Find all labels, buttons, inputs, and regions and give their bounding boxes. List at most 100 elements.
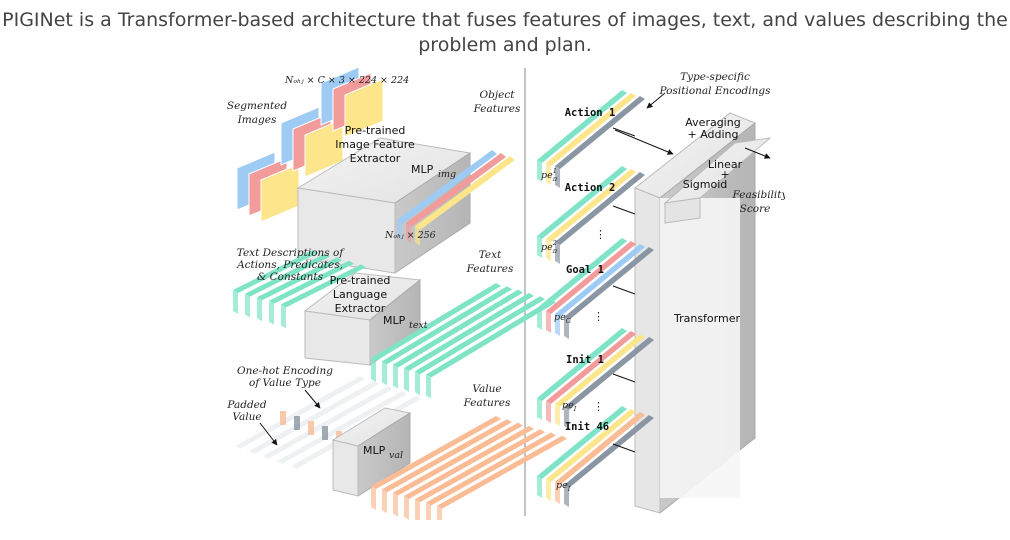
token-1-face-1 — [546, 239, 551, 261]
linear-sigmoid-box — [663, 137, 772, 224]
text-description-stack — [233, 250, 366, 329]
value-feature-bar-4 — [415, 429, 545, 503]
text-descriptions-label-1: Text Descriptions of — [237, 247, 346, 259]
text-feature-bar-3 — [404, 292, 534, 371]
segmented-image-stack — [236, 151, 300, 223]
one-hot-label-1: One-hot Encoding — [237, 365, 333, 377]
value-feature-bar-5 — [426, 432, 556, 506]
token-4-bar-3 — [564, 415, 654, 488]
averaging-arrow — [614, 129, 674, 155]
image-dims-label: Nₒₕⱼ × C × 3 × 224 × 224 — [284, 75, 409, 86]
pe-init1: peI — [562, 400, 577, 413]
value-feature-bar-face-4 — [415, 499, 420, 520]
token-connector-4 — [612, 373, 636, 383]
token-3-bar-0 — [537, 328, 627, 401]
mlp-img-label: MLP — [411, 163, 434, 176]
token-0-face-1 — [546, 163, 551, 185]
text-feature-bar-face-2 — [393, 364, 398, 389]
text-description-bar-4 — [281, 264, 366, 308]
text-description-bar-3 — [269, 260, 354, 304]
value-feature-bar-face-3 — [404, 495, 409, 520]
positional-arrow — [646, 92, 666, 109]
linear-label-2: + — [720, 168, 729, 181]
feasibility-label-1: Feasibility — [732, 189, 785, 201]
value-feature-bar-face-0 — [371, 486, 376, 510]
transformer-label: Transformer — [673, 312, 740, 325]
token-4-bar-2 — [555, 412, 645, 485]
token-4-face-2 — [555, 482, 560, 504]
mlp-val-subscript: val — [389, 450, 403, 461]
positional-label-1: Type-specific — [680, 71, 750, 83]
obj-dims-label: Nₒₕⱼ × 256 — [384, 230, 436, 241]
text-feature-bar-0 — [371, 283, 501, 361]
value-feature-bar-face-6 — [437, 505, 442, 520]
token-3-bar-1 — [546, 331, 636, 404]
text-description-bar-0 — [233, 250, 318, 293]
segmented-image-c-2 — [344, 78, 384, 138]
padded-value-label-2: Value — [232, 411, 261, 423]
segmented-images-label-2: Images — [237, 114, 277, 126]
mlp-text-label: MLP — [383, 314, 406, 327]
mlp-img-subscript: img — [438, 169, 456, 180]
token-1-bar-1 — [546, 169, 636, 242]
value-feature-bar-0 — [371, 416, 501, 489]
ellipsis-1: ⋮ — [595, 228, 606, 241]
text-features-label-2: Features — [466, 263, 514, 275]
image-extractor-label-3: Extractor — [350, 152, 401, 165]
token-3-face-3 — [564, 407, 569, 429]
object-feature-0 — [397, 150, 497, 224]
token-3-face-0 — [537, 398, 542, 420]
linear-label-1: Linear — [708, 158, 743, 171]
object-feature-face-0 — [397, 220, 402, 240]
init1-label: Init 1 — [566, 354, 604, 366]
positional-label-2: Positional Encodings — [659, 85, 772, 97]
feasibility-label-2: Score — [740, 203, 771, 215]
text-description-bar-face-3 — [269, 300, 274, 325]
value-feature-bar-6 — [437, 435, 567, 509]
token-0-face-2 — [555, 166, 560, 188]
text-description-bar-face-2 — [257, 297, 262, 322]
token-4-face-1 — [546, 479, 551, 501]
value-features-label-2: Features — [463, 397, 511, 409]
token-stacks — [537, 90, 654, 507]
one-hot-cell-3 — [322, 426, 328, 440]
object-features-label-1: Object — [480, 89, 516, 101]
token-0-face-0 — [537, 160, 542, 182]
text-description-bar-1 — [245, 253, 330, 297]
text-feature-bar-face-3 — [404, 367, 409, 392]
token-2-bar-3 — [564, 247, 654, 320]
token-2-face-1 — [546, 311, 551, 333]
text-description-bar-face-0 — [233, 290, 238, 314]
one-hot-arrow — [304, 389, 321, 409]
token-3-bar-2 — [555, 334, 645, 407]
segmented-image-stack-2 — [280, 68, 384, 178]
action1-label: Action 1 — [565, 107, 616, 119]
object-features-label-2: Features — [473, 103, 521, 115]
pe-goal: peG — [554, 312, 571, 325]
token-2-face-3 — [564, 317, 569, 339]
one-hot-cell-1 — [294, 416, 300, 430]
padded-value-arrow — [259, 422, 278, 446]
one-hot-cell-0 — [280, 411, 286, 425]
token-4-bar-1 — [546, 409, 636, 482]
text-feature-stack — [371, 283, 556, 399]
object-feature-1 — [406, 153, 506, 227]
object-feature-stack — [397, 150, 515, 246]
value-feature-bar-face-5 — [426, 502, 431, 520]
text-feature-bar-face-1 — [382, 361, 387, 386]
token-4-face-0 — [537, 476, 542, 498]
mlp-val-box — [331, 407, 412, 497]
token-3-bar-3 — [564, 337, 654, 410]
token-2-bar-2 — [555, 244, 645, 317]
token-connector-5 — [612, 443, 636, 453]
token-0-bar-1 — [546, 93, 636, 166]
text-description-bar-face-1 — [245, 293, 250, 318]
padded-value-bar-0 — [235, 376, 365, 449]
padded-value-bar-2 — [263, 386, 393, 459]
image-extractor-label-1: Pre-trained — [345, 124, 406, 137]
text-feature-bar-5 — [426, 299, 556, 378]
token-connector-2 — [612, 205, 636, 215]
value-feature-bar-face-2 — [393, 492, 398, 517]
figure-caption: PIGINet is a Transformer-based architect… — [2, 9, 1008, 56]
